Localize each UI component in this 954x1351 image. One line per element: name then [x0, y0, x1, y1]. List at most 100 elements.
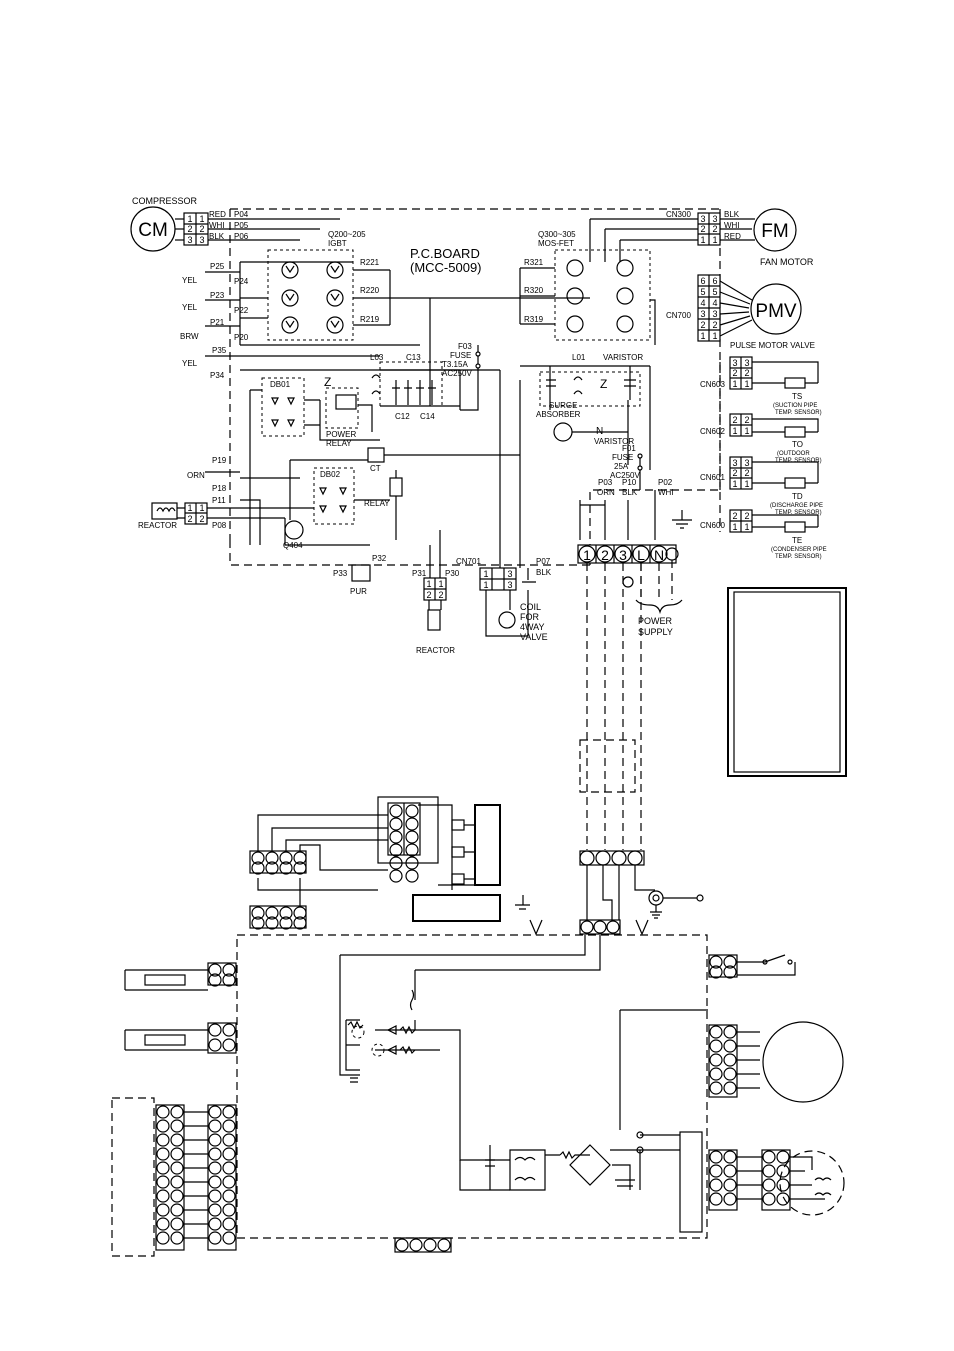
svg-text:P07: P07	[536, 557, 551, 566]
pmv-icon	[750, 283, 802, 335]
mosfet-module: Q300~305 MOS-FET R321 R320 R319	[519, 230, 656, 345]
svg-text:1: 1	[583, 547, 591, 563]
svg-text:1: 1	[732, 479, 737, 489]
svg-text:2: 2	[187, 514, 192, 524]
compressor: COMPRESSOR CM 1 1 2 2 3 3 RED WHI BLK P0…	[130, 196, 340, 252]
svg-text:4: 4	[700, 298, 705, 308]
svg-text:P03: P03	[598, 478, 613, 487]
svg-text:2: 2	[744, 468, 749, 478]
svg-text:5: 5	[712, 287, 717, 297]
svg-text:3: 3	[187, 235, 192, 245]
svg-text:POWER: POWER	[638, 616, 673, 626]
svg-text:P02: P02	[658, 478, 673, 487]
sensors: CN603 3 3 2 2 1 1 TS (SUCTION PIPE TEMP.…	[700, 356, 827, 560]
fan-motor-icon	[753, 208, 797, 252]
svg-text:CT: CT	[370, 464, 381, 473]
coil-icon	[498, 611, 516, 629]
igbt-module: Q200~205 IGBT R221 R220 R219	[240, 230, 391, 341]
svg-text:P19: P19	[212, 456, 227, 465]
compressor-connector: 1 1 2 2 3 3	[183, 212, 209, 246]
svg-text:CN701: CN701	[456, 557, 481, 566]
svg-text:R321: R321	[524, 258, 544, 267]
indoor-fan-motor-icon	[762, 1021, 844, 1103]
svg-text:ABSORBER: ABSORBER	[536, 410, 581, 419]
svg-text:L01: L01	[572, 353, 586, 362]
svg-text:1: 1	[744, 479, 749, 489]
filter-section: L03 C13 C12 C14 Z POWER RELAY	[319, 298, 461, 448]
svg-text:1: 1	[199, 503, 204, 513]
board-model: (MCC-5009)	[410, 260, 482, 275]
svg-text:3: 3	[744, 458, 749, 468]
svg-text:25A: 25A	[614, 462, 629, 471]
svg-text:AC250V: AC250V	[610, 471, 640, 480]
indoor-left-stack	[111, 1097, 237, 1257]
svg-text:1: 1	[732, 379, 737, 389]
svg-text:P21: P21	[210, 318, 225, 327]
svg-text:DB02: DB02	[320, 470, 341, 479]
svg-text:BRW: BRW	[180, 332, 199, 341]
svg-text:P25: P25	[210, 262, 225, 271]
igbt-transistors	[281, 261, 344, 334]
db01-bridge: DB01	[249, 377, 320, 545]
svg-text:WHI: WHI	[724, 221, 740, 230]
svg-text:F01: F01	[622, 444, 636, 453]
svg-text:P32: P32	[372, 554, 387, 563]
compressor-title: COMPRESSOR	[132, 196, 198, 206]
svg-text:2: 2	[732, 511, 737, 521]
svg-text:P04: P04	[234, 210, 249, 219]
pulse-motor-valve: CN700 6 6 5 5 4 4 3 3 2 2 1 1 PMV PULSE …	[666, 274, 815, 350]
svg-text:P06: P06	[234, 232, 249, 241]
svg-text:C13: C13	[406, 353, 421, 362]
svg-text:5: 5	[700, 287, 705, 297]
svg-text:RED: RED	[209, 210, 226, 219]
svg-text:BLK: BLK	[724, 210, 740, 219]
svg-text:P24: P24	[234, 277, 249, 286]
svg-text:3: 3	[732, 458, 737, 468]
bottom-ports: P33 P32 P31 P30 PUR 1 1 2 2 REACTOR	[333, 530, 460, 655]
fuse-f01: F01 FUSE 25A AC250V	[610, 444, 643, 490]
svg-text:PULSE MOTOR VALVE: PULSE MOTOR VALVE	[730, 341, 815, 350]
svg-text:3: 3	[700, 309, 705, 319]
svg-text:TD: TD	[792, 492, 803, 501]
svg-text:AC250V: AC250V	[442, 369, 472, 378]
svg-text:WHI: WHI	[209, 221, 225, 230]
svg-text:6: 6	[700, 276, 705, 286]
svg-text:CN300: CN300	[666, 210, 691, 219]
svg-text:TE: TE	[792, 536, 802, 545]
svg-text:R221: R221	[360, 258, 380, 267]
svg-text:3: 3	[507, 569, 512, 579]
svg-text:3: 3	[744, 358, 749, 368]
svg-text:P11: P11	[212, 496, 226, 505]
svg-text:(DISCHARGE PIPE: (DISCHARGE PIPE	[770, 503, 823, 509]
svg-text:1: 1	[744, 426, 749, 436]
svg-text:1: 1	[744, 522, 749, 532]
svg-text:1: 1	[483, 569, 488, 579]
svg-text:P30: P30	[445, 569, 460, 578]
svg-text:2: 2	[438, 590, 443, 600]
svg-text:1: 1	[426, 579, 431, 589]
svg-text:Z: Z	[600, 377, 607, 391]
svg-text:2: 2	[199, 514, 204, 524]
svg-text:R220: R220	[360, 286, 380, 295]
svg-text:(CONDENSER PIPE: (CONDENSER PIPE	[771, 547, 827, 553]
input-filter: L01 VARISTOR Z SURGE ABSORBER VARISTOR N	[520, 353, 651, 470]
svg-text:Q200~205: Q200~205	[328, 230, 366, 239]
svg-text:2: 2	[187, 224, 192, 234]
svg-text:1: 1	[732, 522, 737, 532]
svg-text:TEMP. SENSOR): TEMP. SENSOR)	[775, 510, 822, 516]
svg-text:REACTOR: REACTOR	[416, 646, 455, 655]
svg-text:CN603: CN603	[700, 380, 725, 389]
svg-text:CN601: CN601	[700, 473, 725, 482]
svg-text:P05: P05	[234, 221, 249, 230]
svg-text:FOR: FOR	[520, 612, 539, 622]
svg-text:P08: P08	[212, 521, 227, 530]
svg-text:(SUCTION PIPE: (SUCTION PIPE	[773, 403, 817, 409]
svg-text:1: 1	[712, 235, 717, 245]
reactor-left-icon	[151, 502, 178, 520]
svg-text:TS: TS	[792, 392, 802, 401]
svg-text:SUPPLY: SUPPLY	[638, 627, 673, 637]
ct-relay-section: CT RELAY DB02 Q404	[240, 447, 520, 550]
svg-text:P23: P23	[210, 291, 225, 300]
svg-text:P20: P20	[234, 333, 249, 342]
svg-text:P22: P22	[234, 306, 249, 315]
